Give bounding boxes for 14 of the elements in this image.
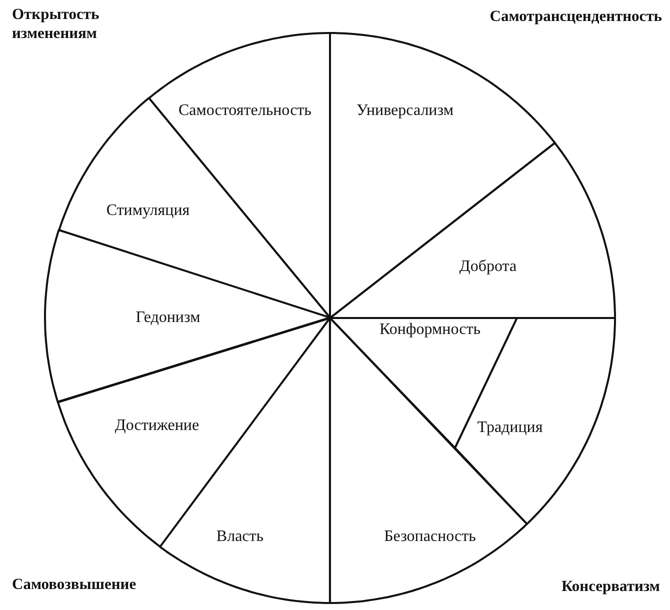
quadrant-heading: Самотрансцендентность (490, 8, 662, 27)
value-label: Конформность (379, 321, 481, 339)
value-label: Доброта (459, 258, 517, 276)
value-label: Традиция (477, 419, 543, 437)
value-label: Универсализм (356, 102, 454, 120)
quadrant-heading: Открытость изменениям (12, 6, 100, 44)
value-label: Гедонизм (136, 309, 200, 327)
quadrant-heading: Консерватизм (561, 578, 660, 597)
value-label: Безопасность (384, 528, 476, 546)
value-label: Власть (216, 528, 264, 546)
value-label: Стимуляция (106, 202, 190, 220)
value-label: Достижение (114, 417, 200, 435)
value-label: Самостоятельность (178, 102, 312, 120)
quadrant-heading: Самовозвышение (12, 576, 136, 595)
